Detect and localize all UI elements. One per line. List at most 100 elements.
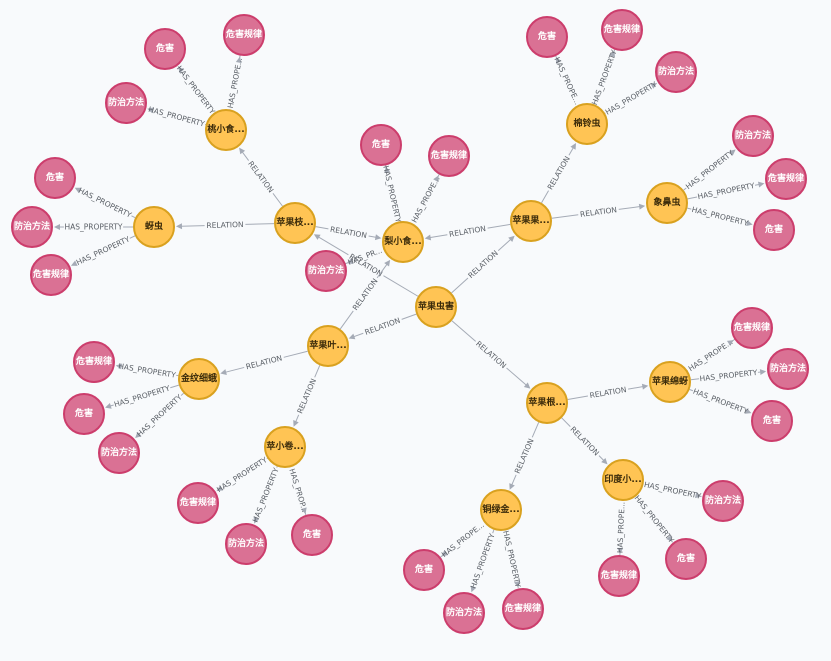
edge-xiangbi-xb_wh[interactable]: HAS_PROPERTY	[687, 205, 753, 228]
edge-mianling-ml_wh[interactable]: HAS_PROPE...	[552, 53, 582, 109]
edge-yachong-yc_ff[interactable]: HAS_PROPERTY	[54, 223, 133, 232]
edge-zhi-taoxiao[interactable]: RELATION	[239, 147, 283, 207]
edge-label: HAS_PROPERTY	[501, 530, 522, 589]
edge-label: RELATION	[295, 377, 318, 415]
edge-pingxiao-px_ff[interactable]: HAS_PROPERTY	[251, 466, 281, 524]
edge-pingxiao-px_gl[interactable]: HAS_PROPERTY	[215, 455, 269, 494]
edge-zhi-lixiao[interactable]: RELATION	[315, 225, 382, 241]
arrow-head-icon	[348, 333, 356, 340]
edge-root-gen[interactable]: RELATION	[451, 320, 531, 389]
property-node-yd_wh[interactable]: 危害	[665, 538, 707, 580]
edge-lixiao-lx_gl[interactable]: HAS_PROPE...	[410, 173, 442, 226]
property-node-xb_ff[interactable]: 防治方法	[732, 115, 774, 157]
edge-mianling-ml_gl[interactable]: HAS_PROPERTY	[590, 48, 619, 106]
pest-node-yachong[interactable]: 蚜虫	[133, 206, 175, 248]
property-node-yd_gl[interactable]: 危害规律	[598, 555, 640, 597]
edge-yachong-yc_gl[interactable]: HAS_PROPERTY	[70, 234, 136, 267]
property-node-xb_gl[interactable]: 危害规律	[765, 158, 807, 200]
edge-mianya-my_wh[interactable]: HAS_PROPERTY	[689, 387, 752, 416]
pest-node-mianling[interactable]: 棉铃虫	[566, 103, 608, 145]
edge-taoxiao-tx_wh[interactable]: HAS_PROPERTY	[175, 64, 217, 116]
edge-gen-mianya[interactable]: RELATION	[567, 383, 649, 400]
edge-root-guo[interactable]: RELATION	[451, 235, 515, 294]
property-node-my_gl[interactable]: 危害规律	[731, 307, 773, 349]
property-node-yc_wh[interactable]: 危害	[34, 157, 76, 199]
property-node-my_wh[interactable]: 危害	[751, 400, 793, 442]
edge-guo-lixiao[interactable]: RELATION	[424, 223, 511, 241]
pest-node-root[interactable]: 苹果虫害	[415, 286, 457, 328]
property-node-tx_wh[interactable]: 危害	[144, 28, 186, 70]
edge-xiangbi-xb_gl[interactable]: HAS_PROPERTY	[687, 181, 765, 201]
edge-pingxiao-px_wh[interactable]: HAS_PROP...	[287, 464, 309, 517]
edge-line	[683, 187, 687, 191]
edge-root-ye[interactable]: RELATION	[348, 313, 417, 340]
property-node-my_ff[interactable]: 防治方法	[767, 348, 809, 390]
pest-node-zhi[interactable]: 苹果枝...	[274, 202, 316, 244]
edge-line	[283, 350, 308, 358]
pest-node-ye[interactable]: 苹果叶...	[307, 325, 349, 367]
property-node-px_wh[interactable]: 危害	[291, 514, 333, 556]
property-node-lx_gl[interactable]: 危害规律	[428, 135, 470, 177]
property-node-px_gl[interactable]: 危害规律	[177, 482, 219, 524]
pest-node-guo[interactable]: 苹果果...	[510, 200, 552, 242]
property-node-jw_ff[interactable]: 防治方法	[98, 432, 140, 474]
property-node-ml_ff[interactable]: 防治方法	[655, 51, 697, 93]
edge-ye-lixiao[interactable]: RELATION	[339, 259, 391, 330]
property-node-xb_wh[interactable]: 危害	[753, 209, 795, 251]
pest-node-jinwen[interactable]: 金纹细蛾	[178, 358, 220, 400]
pest-node-lixiao[interactable]: 梨小食...	[382, 221, 424, 263]
edge-guo-xiangbi[interactable]: RELATION	[551, 203, 646, 219]
property-node-tx_gl[interactable]: 危害规律	[223, 14, 265, 56]
edge-mianya-my_ff[interactable]: HAS_PROPERTY	[690, 368, 767, 383]
property-node-tx_ff[interactable]: 防治方法	[105, 82, 147, 124]
edge-lixiao-lx_wh[interactable]: HAS_PROPERTY	[381, 165, 403, 224]
edge-taoxiao-tx_ff[interactable]: HAS_PROPERTY	[147, 105, 206, 129]
property-node-tl_gl[interactable]: 危害规律	[502, 588, 544, 630]
node-circle	[732, 115, 774, 157]
property-node-jw_gl[interactable]: 危害规律	[73, 341, 115, 383]
edge-yindu-yd_wh[interactable]: HAS_PROPERTY	[633, 494, 676, 545]
edge-mianling-ml_ff[interactable]: HAS_PROPERTY	[604, 80, 659, 117]
pest-node-yindu[interactable]: 印度小...	[602, 459, 644, 501]
edge-tonglv-tl_wh[interactable]: HAS_PROPE...	[439, 520, 487, 559]
edge-yindu-yd_gl[interactable]: HAS_PROPE...	[615, 497, 627, 558]
arrow-head-icon	[313, 234, 321, 240]
property-node-lx_ff[interactable]: 防治方法	[305, 250, 347, 292]
property-node-ml_wh[interactable]: 危害	[526, 16, 568, 58]
edge-xiangbi-xb_ff[interactable]: HAS_PROPERTY	[683, 148, 736, 191]
property-node-px_ff[interactable]: 防治方法	[225, 523, 267, 565]
edge-tonglv-tl_gl[interactable]: HAS_PROPERTY	[501, 530, 522, 589]
property-node-tl_wh[interactable]: 危害	[403, 549, 445, 591]
property-node-yd_ff[interactable]: 防治方法	[702, 480, 744, 522]
edge-jinwen-jw_gl[interactable]: HAS_PROPERTY	[115, 362, 179, 380]
property-node-yc_ff[interactable]: 防治方法	[11, 206, 53, 248]
pest-node-xiangbi[interactable]: 象鼻虫	[646, 182, 688, 224]
property-node-jw_wh[interactable]: 危害	[63, 393, 105, 435]
edge-yindu-yd_ff[interactable]: HAS_PROPERTY	[643, 480, 702, 501]
pest-node-pingxiao[interactable]: 苹小卷...	[264, 426, 306, 468]
property-node-lx_wh[interactable]: 危害	[360, 124, 402, 166]
edge-mianya-my_gl[interactable]: HAS_PROPE...	[685, 337, 736, 373]
pest-node-gen[interactable]: 苹果根...	[526, 382, 568, 424]
edge-zhi-yachong[interactable]: RELATION	[175, 220, 275, 230]
edge-gen-tonglv[interactable]: RELATION	[509, 422, 540, 490]
property-node-ml_gl[interactable]: 危害规律	[601, 9, 643, 51]
edge-yachong-yc_wh[interactable]: HAS_PROPERTY	[74, 186, 136, 220]
edge-line	[180, 225, 205, 227]
edge-label: HAS_PROPERTY	[175, 64, 217, 116]
edge-ye-pingxiao[interactable]: RELATION	[293, 365, 321, 427]
edge-guo-mianling[interactable]: RELATION	[541, 143, 577, 204]
property-node-tl_ff[interactable]: 防治方法	[443, 592, 485, 634]
edge-gen-yindu[interactable]: RELATION	[561, 417, 608, 465]
edge-taoxiao-tx_gl[interactable]: HAS_PROPE...	[226, 53, 244, 113]
pest-node-tonglv[interactable]: 铜绿金...	[480, 489, 522, 531]
edge-tonglv-tl_ff[interactable]: HAS_PROPERTY	[469, 529, 497, 593]
property-node-yc_gl[interactable]: 危害规律	[30, 254, 72, 296]
edge-ye-jinwen[interactable]: RELATION	[220, 350, 308, 375]
pest-node-mianya[interactable]: 苹果绵蚜	[649, 361, 691, 403]
edge-line	[315, 226, 329, 230]
pest-node-taoxiao[interactable]: 桃小食...	[205, 109, 247, 151]
edge-label: HAS_PROPERTY	[251, 466, 281, 524]
node-circle	[646, 182, 688, 224]
